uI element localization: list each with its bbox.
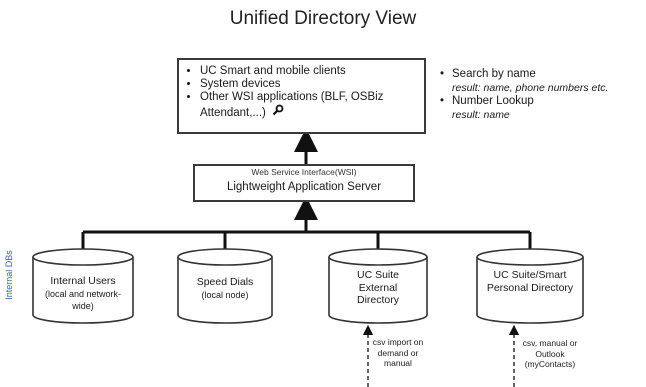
- server-name: Lightweight Application Server: [226, 181, 382, 193]
- search-by-name-note: Search by name result: name, phone numbe…: [440, 68, 646, 95]
- clients-item: UC Smart and mobile clients: [200, 65, 418, 78]
- number-lookup-note: Number Lookup result: name: [440, 95, 646, 122]
- db-cylinder-external-directory: [328, 248, 428, 324]
- server-box: Web Service Interface(WSI) Lightweight A…: [193, 164, 415, 202]
- server-interface-label: Web Service Interface(WSI): [251, 167, 357, 177]
- clients-item: Other WSI applications (BLF, OSBiz Atten…: [200, 91, 418, 120]
- clients-item: System devices: [200, 78, 418, 91]
- db-label-internal-users: Internal Users (local and network-wide): [44, 275, 122, 311]
- clients-box: UC Smart and mobile clients System devic…: [177, 58, 426, 134]
- db-label-personal-directory: UC Suite/Smart Personal Directory: [486, 269, 574, 294]
- external-import-note: csv import on demand or manual: [372, 337, 424, 368]
- personal-import-note: csv, manual or Outlook (myContacts): [522, 338, 578, 369]
- db-cylinder-speed-dials: [177, 248, 273, 324]
- db-label-speed-dials: Speed Dials (local node): [196, 276, 254, 300]
- search-notes: Search by name result: name, phone numbe…: [440, 68, 646, 122]
- page-title: Unified Directory View: [229, 8, 417, 29]
- db-label-external-directory: UC Suite External Directory: [356, 269, 399, 306]
- search-icon: [272, 104, 284, 120]
- internal-dbs-label: Internal DBs: [4, 250, 14, 300]
- db-cylinder-personal-directory: [476, 248, 584, 324]
- db-cylinder-internal-users: [32, 248, 134, 324]
